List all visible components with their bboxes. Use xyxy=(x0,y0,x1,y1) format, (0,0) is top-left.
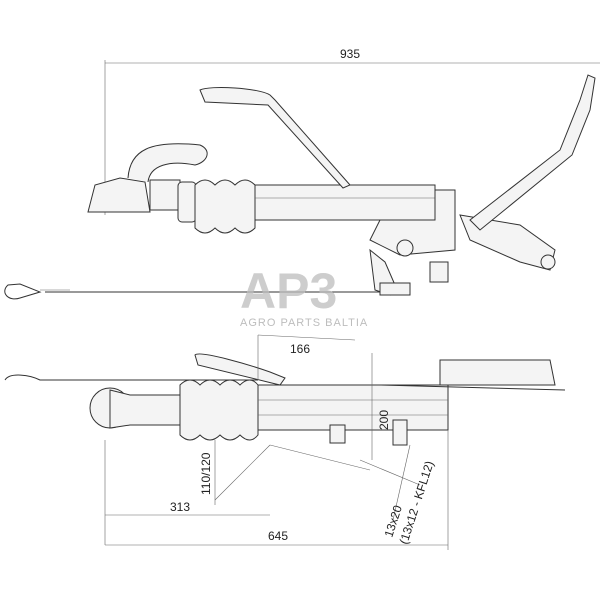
top-view: 200 xyxy=(4,334,566,550)
dimension-label-200: 200 xyxy=(377,410,391,430)
side-view xyxy=(4,74,596,300)
dimension-label-935: 935 xyxy=(340,47,360,61)
dimension-label-bolt-alt: (13x12 - KFL12) xyxy=(397,459,437,546)
watermark-logo: AP3 xyxy=(240,263,337,319)
dimension-label-166: 166 xyxy=(290,342,310,356)
dimension-label-313: 313 xyxy=(170,500,190,514)
dimension-label-645: 645 xyxy=(268,529,288,543)
watermark-tagline: AGRO PARTS BALTIA xyxy=(240,317,368,329)
dimension-label-110-120: 110/120 xyxy=(199,452,213,495)
